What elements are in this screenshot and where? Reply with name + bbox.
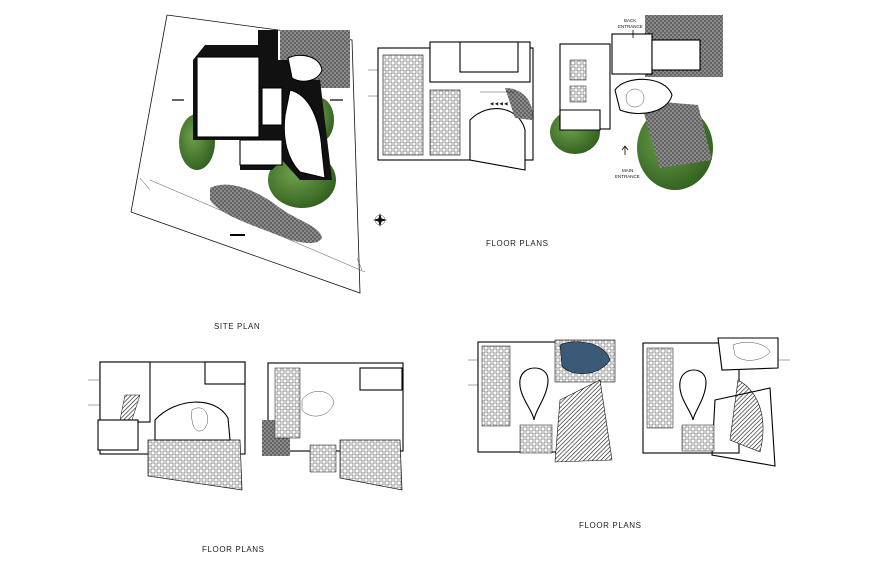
- site-plan: SITE PLAN: [130, 14, 387, 331]
- site-plan-caption: SITE PLAN: [214, 322, 260, 331]
- svg-text:◀ ◀ ◀ ◀: ◀ ◀ ◀ ◀: [490, 101, 508, 106]
- floor-plan-upper-right: [642, 337, 790, 467]
- back-entrance-label: BACK: [624, 18, 636, 23]
- floor-plans-caption-top: FLOOR PLANS: [486, 239, 549, 248]
- floor-plan-first-right: [262, 362, 404, 491]
- back-entrance-label-2: ENTRANCE: [618, 24, 643, 29]
- floor-plan-parking: ◀ ◀ ◀ ◀: [368, 41, 534, 171]
- floor-plan-ground: BACK ENTRANCE MAIN ENTRANCE: [550, 15, 723, 190]
- site-boundary: [130, 14, 361, 294]
- site-boundary-west: [130, 14, 168, 213]
- main-entrance-label-2: ENTRANCE: [615, 174, 640, 179]
- arrow-up-icon: [621, 145, 629, 155]
- floor-plans-caption-bottom-right: FLOOR PLANS: [579, 521, 642, 530]
- compass-rose-icon: [373, 213, 387, 227]
- pool: [559, 341, 611, 374]
- floor-plans-caption-bottom-left: FLOOR PLANS: [202, 545, 265, 554]
- floor-plan-first-left: [88, 361, 246, 491]
- main-entrance-label: MAIN: [622, 168, 633, 173]
- floor-plan-upper-left: [468, 339, 616, 463]
- building-block: [196, 56, 260, 138]
- paved-area: [210, 184, 322, 244]
